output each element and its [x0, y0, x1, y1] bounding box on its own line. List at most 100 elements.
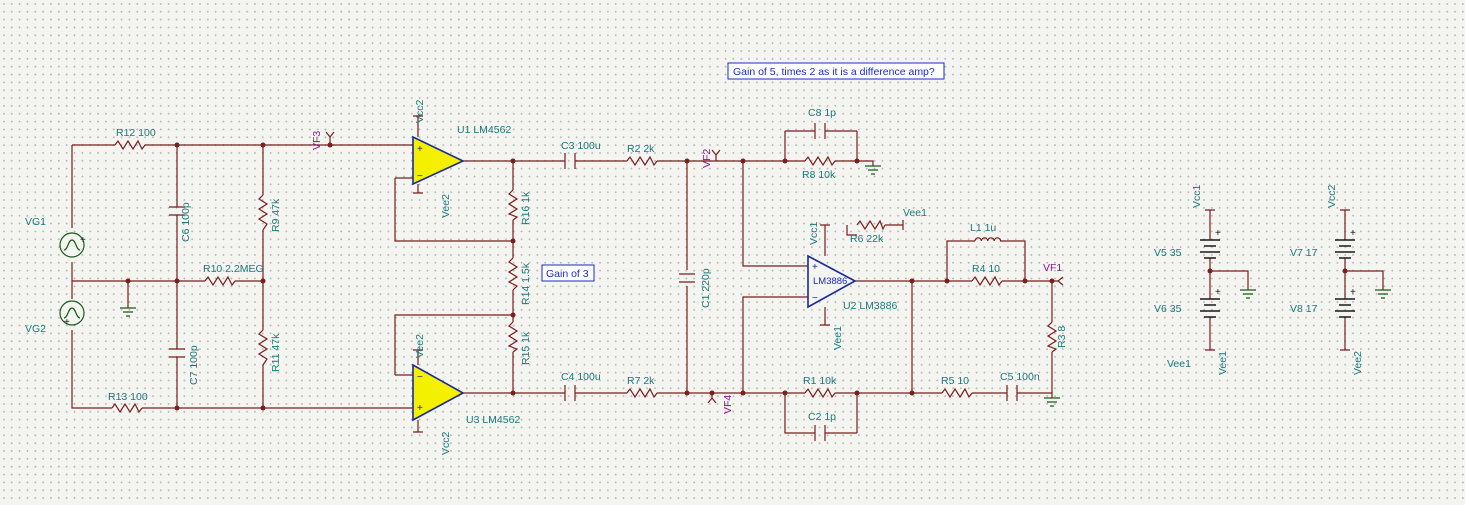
r5-label: R5 10	[941, 375, 969, 387]
vf1-label: VF1	[1043, 262, 1062, 274]
c7-label: C7 100p	[188, 345, 200, 385]
c8-label: C8 1p	[808, 107, 836, 119]
vee1-top-label: Vee1	[903, 207, 927, 219]
r16-label: R16 1k	[520, 191, 532, 225]
vee1-u2-label: Vee1	[832, 326, 844, 350]
probe-vf3[interactable]	[325, 131, 335, 145]
ground-icon	[120, 307, 136, 317]
battery-v5[interactable]: +	[1200, 228, 1221, 259]
r13-symbol	[111, 402, 143, 414]
ground-icon	[1044, 397, 1060, 407]
u2-label: U2 LM3886	[843, 300, 897, 312]
note-gain-diff[interactable]: Gain of 5, times 2 as it is a difference…	[727, 62, 945, 80]
r7-symbol	[626, 387, 658, 399]
r4-symbol	[971, 275, 1003, 287]
r10-symbol	[204, 275, 236, 287]
v7-label: V7 17	[1290, 247, 1318, 259]
probe-vf2[interactable]	[711, 149, 721, 161]
battery-v6[interactable]: +	[1200, 287, 1221, 318]
vee1-v6-label: Vee1	[1167, 358, 1191, 370]
c4-label: C4 100u	[561, 371, 601, 383]
r6-label: R6 22k	[850, 233, 884, 245]
c3-label: C3 100u	[561, 140, 601, 152]
r15-symbol	[507, 321, 519, 353]
u1-label: U1 LM4562	[457, 124, 511, 136]
r16-symbol	[507, 189, 519, 221]
c1-label: C1 220p	[700, 268, 712, 308]
c3-symbol	[564, 153, 576, 169]
r14-label: R14 1.5k	[520, 262, 532, 305]
r2-symbol	[626, 155, 658, 167]
vee2-u1-label: Vee2	[440, 194, 452, 218]
svg-text:+: +	[1215, 287, 1221, 298]
c1-symbol	[679, 273, 695, 283]
u2-body-label: LM3886	[813, 276, 847, 287]
l1-label: L1 1u	[970, 222, 996, 234]
c6-label: C6 100p	[180, 202, 192, 242]
u1-plus-pin: +	[417, 144, 423, 155]
component-labels: VG1 VG2 V5 35 V6 35 V7 17 V8 17 R12 100 …	[25, 107, 1318, 426]
probe-vf4[interactable]	[707, 393, 717, 404]
battery-v8[interactable]: +	[1335, 287, 1356, 318]
svg-text:+: +	[1350, 287, 1356, 298]
r12-label: R12 100	[116, 127, 156, 139]
opamp-u3[interactable]: − +	[412, 363, 465, 422]
l1-symbol	[974, 237, 1002, 242]
battery-v7[interactable]: +	[1335, 228, 1356, 259]
vcc1-v5-label: Vcc1	[1191, 184, 1203, 208]
ground-icon	[1375, 289, 1391, 299]
ground-icon	[1240, 289, 1256, 299]
r1-symbol	[804, 387, 836, 399]
svg-text:+: +	[80, 235, 86, 246]
source-vg1[interactable]: +	[59, 232, 86, 258]
r1-label: R1 10k	[803, 375, 837, 387]
r6-symbol	[856, 219, 886, 231]
c2-label: C2 1p	[808, 411, 836, 423]
r11-label: R11 47k	[270, 333, 282, 372]
probe-vf1[interactable]	[1052, 276, 1064, 286]
c7-symbol	[169, 342, 185, 363]
v6-label: V6 35	[1154, 303, 1182, 315]
r3-symbol	[1046, 321, 1058, 353]
vg2-label: VG2	[25, 323, 46, 335]
c8-symbol	[810, 123, 830, 139]
u2-plus-pin: +	[812, 262, 818, 273]
resistor-symbols	[111, 139, 1058, 414]
r14-symbol	[507, 257, 519, 291]
svg-text:+: +	[64, 317, 70, 328]
u3-label: U3 LM4562	[466, 414, 520, 426]
u3-minus-pin: −	[417, 372, 423, 383]
r11-symbol	[257, 329, 269, 366]
opamp-u2[interactable]: + − LM3886	[807, 254, 857, 309]
r9-symbol	[257, 194, 269, 231]
vee1-v6-rot-label: Vee1	[1217, 351, 1229, 375]
v8-label: V8 17	[1290, 303, 1318, 315]
r10-label: R10 2.2MEG	[203, 263, 264, 275]
source-vg2[interactable]: +	[59, 300, 85, 328]
r13-label: R13 100	[108, 391, 148, 403]
u1-minus-pin: −	[417, 171, 423, 182]
junction-dots	[125, 142, 1348, 411]
note-gain-diff-text: Gain of 5, times 2 as it is a difference…	[733, 66, 935, 78]
v5-label: V5 35	[1154, 247, 1182, 259]
vee2-u3-label: Vee2	[414, 334, 426, 358]
r3-label: R3 8	[1056, 326, 1068, 348]
wires	[71, 116, 1384, 434]
vg1-label: VG1	[25, 216, 46, 228]
r5-symbol	[941, 387, 973, 399]
r9-label: R9 47k	[270, 198, 282, 232]
note-gain3[interactable]: Gain of 3	[541, 264, 595, 282]
svg-text:+: +	[1350, 228, 1356, 239]
c6-symbol	[169, 200, 185, 222]
r7-label: R7 2k	[627, 375, 655, 387]
ground-icon	[865, 165, 881, 175]
r8-symbol	[804, 155, 836, 167]
c2-symbol	[810, 425, 830, 441]
vcc2-u1-label: Vcc2	[414, 99, 426, 123]
vf3-label: VF3	[311, 131, 323, 150]
c5-label: C5 100n	[1000, 371, 1040, 383]
u3-plus-pin: +	[417, 403, 423, 414]
opamp-u1[interactable]: + −	[412, 135, 465, 186]
c5-symbol	[1006, 385, 1018, 401]
